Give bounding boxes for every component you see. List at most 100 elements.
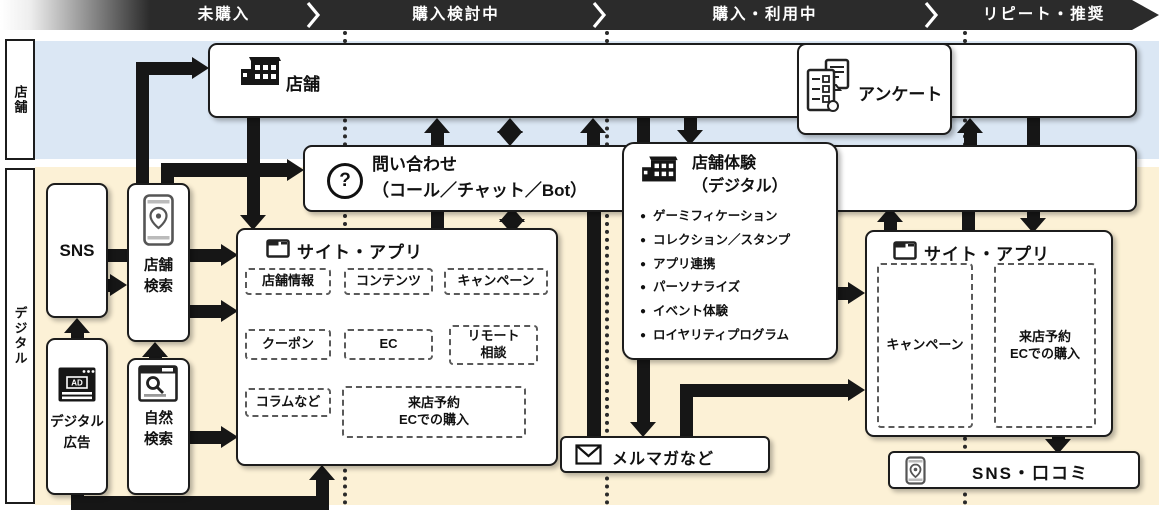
arrow-newsletter-to-siteappright-shaft bbox=[680, 389, 693, 438]
phase-label-purchasing: 購入・利用中 bbox=[712, 6, 818, 23]
arrow-experience-to-siteappright-head bbox=[848, 282, 865, 304]
organic-search-label: 自然 検索 bbox=[144, 411, 173, 448]
bullet-item: パーソナライズ bbox=[640, 276, 790, 300]
arrow-digitalad-to-siteapp-shaft bbox=[71, 496, 329, 510]
double-arrow-store-inquiry-down bbox=[497, 131, 523, 146]
arrow-digitalad-to-siteapp-head bbox=[309, 465, 335, 480]
arrow-store-to-siteapp-head bbox=[240, 215, 266, 230]
phase-label-repeat: リピート・推奨 bbox=[982, 6, 1106, 23]
site-app-item: キャンペーン bbox=[877, 263, 973, 428]
newsletter-box bbox=[560, 436, 770, 473]
arrow-sns-to-siteapp-head bbox=[221, 244, 238, 266]
arrow-storesearch-to-siteapp-shaft bbox=[190, 305, 223, 318]
connector-store-inquiry-bar bbox=[1027, 112, 1040, 147]
arrow-inquiry-to-siteappright-shaft bbox=[1027, 210, 1040, 220]
bullet-item: アプリ連携 bbox=[640, 253, 790, 277]
svg-text:AD: AD bbox=[71, 379, 83, 388]
arrow-storesearch-to-inquiry-head bbox=[287, 159, 304, 181]
site-app-item: リモート 相談 bbox=[449, 325, 538, 365]
store-box bbox=[208, 43, 1137, 118]
search-browser-icon bbox=[138, 365, 178, 402]
question-icon: ? bbox=[327, 163, 363, 199]
arrow-inquiry-to-store-head bbox=[957, 118, 983, 133]
site-app-item: 来店予約 ECでの購入 bbox=[342, 386, 526, 438]
arrow-experience-to-newsletter-head bbox=[630, 422, 656, 437]
inquiry-box-label: 問い合わせ （コール／チャット／Bot） bbox=[372, 155, 588, 200]
phase-header-bar: 未購入 購入検討中 購入・利用中 リピート・推奨 bbox=[0, 0, 1159, 30]
browser-icon bbox=[893, 241, 917, 260]
arrow-inquiry-to-store-shaft bbox=[964, 131, 977, 147]
arrow-store-to-experience-head bbox=[677, 130, 703, 145]
sns-label: SNS bbox=[59, 240, 95, 260]
sns-review-label: SNS・口コミ bbox=[972, 464, 1089, 483]
site-app-item: 店舗情報 bbox=[245, 268, 331, 295]
site-app-item: EC bbox=[344, 329, 433, 360]
survey-box bbox=[797, 43, 952, 135]
phase-divider-2 bbox=[605, 31, 609, 505]
phase-label-pre-purchase: 未購入 bbox=[197, 6, 251, 23]
chevron-separator-icon bbox=[306, 2, 321, 28]
ad-browser-icon: AD bbox=[58, 367, 96, 402]
sns-box: SNS bbox=[46, 183, 108, 318]
connector-siteapp-inquiry-bar bbox=[431, 210, 444, 232]
bullet-item: ロイヤリティプログラム bbox=[640, 324, 790, 348]
arrow-organic-to-storesearch-head bbox=[142, 342, 168, 357]
building-icon bbox=[241, 57, 281, 85]
arrow-inquiry-to-store-shaft bbox=[431, 131, 444, 147]
site-app-item: クーポン bbox=[245, 329, 331, 360]
connector-inquiry-newsletter-bar bbox=[587, 210, 601, 437]
arrow-store-to-siteapp-shaft bbox=[247, 110, 260, 218]
store-experience-title: 店舗体験 （デジタル） bbox=[692, 155, 788, 195]
survey-icon bbox=[806, 58, 850, 112]
arrow-organic-to-siteapp-head bbox=[221, 426, 238, 448]
site-app-item: 来店予約 ECでの購入 bbox=[994, 263, 1096, 428]
connector-inquiry-siteappright-bar bbox=[962, 210, 975, 232]
arrow-digitalad-to-sns-shaft bbox=[71, 331, 84, 340]
site-app-item: コンテンツ bbox=[344, 268, 433, 295]
arrow-inquiry-to-siteappright-head bbox=[1020, 218, 1046, 233]
bullet-item: コレクション／スタンプ bbox=[640, 229, 790, 253]
arrow-siteappright-to-inquiry-shaft bbox=[884, 220, 897, 232]
survey-box-label: アンケート bbox=[858, 85, 943, 104]
phone-pin-icon bbox=[143, 194, 174, 246]
bullet-item: イベント体験 bbox=[640, 300, 790, 324]
arrow-storesearch-to-store-shaft bbox=[136, 62, 149, 183]
store-experience-bullets: ゲーミフィケーション コレクション／スタンプ アプリ連携 パーソナライズ イベン… bbox=[640, 205, 790, 348]
connector-store-experience-bar bbox=[637, 112, 650, 144]
store-box-label: 店舗 bbox=[286, 75, 320, 94]
browser-icon bbox=[266, 239, 290, 258]
arrow-inquiry-to-store-shaft bbox=[587, 131, 600, 147]
arrow-digitalad-to-sns-head bbox=[64, 318, 90, 333]
sns-review-box bbox=[888, 451, 1140, 489]
arrow-experience-to-newsletter-shaft bbox=[637, 356, 650, 424]
digital-ad-label: デジタル 広告 bbox=[50, 414, 104, 450]
chevron-separator-icon bbox=[924, 2, 939, 28]
bullet-item: ゲーミフィケーション bbox=[640, 205, 790, 229]
site-app-item: キャンペーン bbox=[444, 268, 548, 295]
store-search-label: 店舗 検索 bbox=[144, 258, 173, 295]
digital-ad-box bbox=[46, 338, 108, 495]
arrow-siteappright-to-snsreview-head bbox=[1045, 439, 1071, 454]
arrow-organic-to-siteapp-shaft bbox=[190, 431, 223, 444]
arrow-storesearch-to-store-shaft bbox=[136, 62, 192, 75]
arrow-digitalad-to-siteapp-shaft bbox=[316, 479, 329, 504]
arrow-experience-to-siteappright-shaft bbox=[838, 287, 850, 300]
lane-label-store: 店舗 bbox=[5, 39, 35, 160]
newsletter-label: メルマガなど bbox=[612, 451, 715, 468]
arrow-newsletter-to-siteappright-shaft bbox=[680, 384, 850, 397]
phone-pin-icon bbox=[905, 456, 926, 485]
arrow-inquiry-to-store-head bbox=[424, 118, 450, 133]
arrow-sns-to-storesearch-head bbox=[110, 274, 127, 296]
envelope-icon bbox=[575, 444, 602, 465]
site-app-center-title: サイト・アプリ bbox=[297, 243, 423, 262]
chevron-separator-icon bbox=[592, 2, 607, 28]
arrow-storesearch-to-siteapp-head bbox=[221, 300, 238, 322]
lane-label-digital: デジタル bbox=[5, 168, 35, 504]
building-icon bbox=[642, 156, 678, 182]
double-arrow-store-inquiry-up bbox=[497, 118, 523, 133]
site-app-item: コラムなど bbox=[245, 388, 331, 417]
arrow-storesearch-to-inquiry-shaft bbox=[161, 163, 287, 177]
phase-label-considering: 購入検討中 bbox=[412, 6, 500, 23]
arrow-storesearch-to-store-head bbox=[192, 57, 209, 79]
